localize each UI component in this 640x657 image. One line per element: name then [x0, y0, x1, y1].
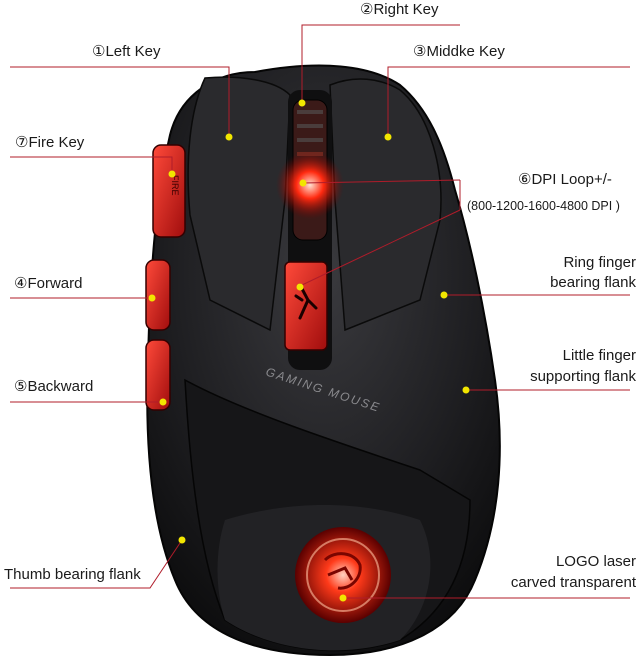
fire-button: [152, 144, 186, 238]
label-ring-finger-1: Ring finger: [563, 254, 636, 271]
label-ring-finger-2: bearing flank: [550, 274, 636, 291]
leader-thumb: [10, 539, 183, 589]
label-forward: ④Forward: [14, 275, 83, 292]
label-middle-key: ③Middke Key: [413, 43, 505, 60]
label-logo-1: LOGO laser: [555, 553, 636, 570]
scroll-wheel-glow: [276, 151, 344, 219]
leader-middle-key: [387, 66, 630, 135]
leader-dpi: [302, 179, 461, 184]
logo-dragon-mark: [323, 552, 362, 590]
left-key-shape: [187, 76, 291, 332]
dot-dpi-button: [296, 283, 304, 291]
dot-thumb: [178, 536, 186, 544]
dot-middle-key: [384, 133, 392, 141]
dot-backward: [159, 398, 167, 406]
leader-fire-key: [10, 156, 173, 172]
marker-dots: [148, 99, 470, 602]
dot-left-key: [225, 133, 233, 141]
backward-button: [145, 339, 171, 411]
dot-fire-key: [168, 170, 176, 178]
label-backward: ⑤Backward: [14, 378, 94, 395]
label-little-finger-2: supporting flank: [530, 368, 636, 385]
leader-right-key: [301, 24, 460, 100]
label-thumb: Thumb bearing flank: [4, 566, 141, 583]
leader-dpi-2: [301, 209, 461, 286]
label-little-finger-1: Little finger: [562, 347, 636, 364]
fire-text: FIRE: [170, 175, 180, 196]
dot-ring-finger: [440, 291, 448, 299]
leader-lines: [10, 24, 630, 599]
dpi-runner-icon: [294, 283, 318, 320]
label-fire-key: ⑦Fire Key: [15, 134, 85, 151]
dot-little-finger: [462, 386, 470, 394]
label-dpi-title: ⑥DPI Loop+/-: [518, 171, 612, 188]
logo-glow: [295, 527, 391, 623]
label-right-key: ②Right Key: [360, 1, 439, 18]
dot-forward: [148, 294, 156, 302]
forward-button: [145, 259, 171, 331]
leader-left-key: [10, 66, 230, 135]
label-left-key: ①Left Key: [92, 43, 161, 60]
dot-dpi-wheel: [299, 179, 307, 187]
dot-logo: [339, 594, 347, 602]
label-dpi-range: (800-1200-1600-4800 DPI ): [467, 199, 620, 213]
label-logo-2: carved transparent: [510, 574, 636, 591]
dot-right-key: [298, 99, 306, 107]
